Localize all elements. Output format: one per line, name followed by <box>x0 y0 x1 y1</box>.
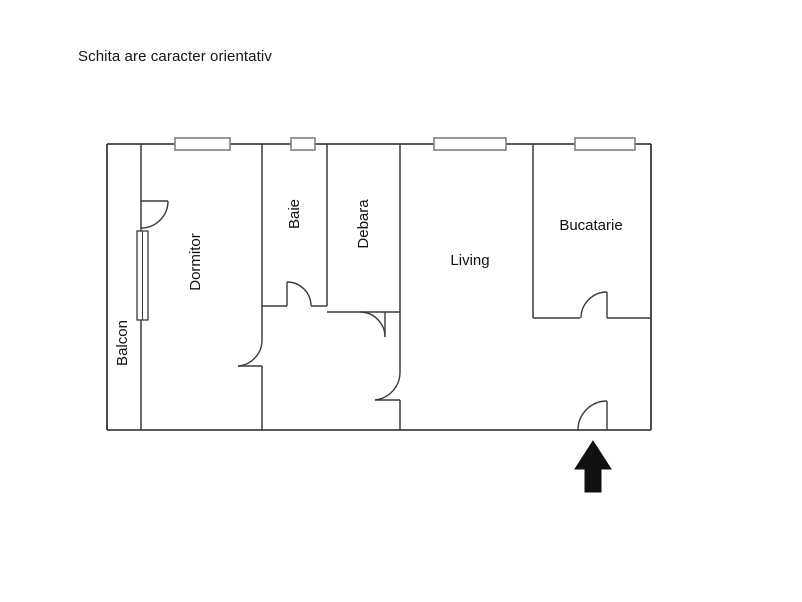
room-label-dormitor: Dormitor <box>187 233 204 291</box>
door-bucatarie-swing <box>580 291 608 319</box>
entrance-arrow-shape <box>574 440 612 493</box>
entrance-arrow <box>574 440 612 493</box>
door-balcon-swing <box>140 200 169 229</box>
windows <box>174 137 636 151</box>
door-balcon-arc <box>140 200 169 229</box>
door-entrance-swing <box>577 400 608 431</box>
door-dormitor-arc <box>237 339 263 367</box>
door-baie-swing <box>286 281 312 307</box>
room-label-balcon: Balcon <box>114 320 131 366</box>
door-debara-swing <box>359 311 386 338</box>
room-label-baie: Baie <box>286 199 303 229</box>
page-title: Schita are caracter orientativ <box>78 48 272 65</box>
window-bucatarie <box>574 137 636 151</box>
window-baie <box>290 137 316 151</box>
door-bucatarie-arc <box>580 291 608 319</box>
door-living-arc <box>374 371 401 401</box>
window-living <box>433 137 507 151</box>
room-label-debara: Debara <box>355 199 372 249</box>
room-label-living: Living <box>450 252 489 269</box>
door-debara-arc <box>359 311 386 338</box>
room-labels: Balcon Dormitor Baie Debara Living Bucat… <box>114 199 623 366</box>
door-living-swing <box>374 371 401 401</box>
window-dormitor <box>174 137 231 151</box>
door-baie-arc <box>286 281 312 307</box>
door-entrance-arc <box>577 400 608 431</box>
door-balcon <box>136 230 149 321</box>
door-dormitor-swing <box>237 339 263 367</box>
room-label-bucatarie: Bucatarie <box>559 217 622 234</box>
